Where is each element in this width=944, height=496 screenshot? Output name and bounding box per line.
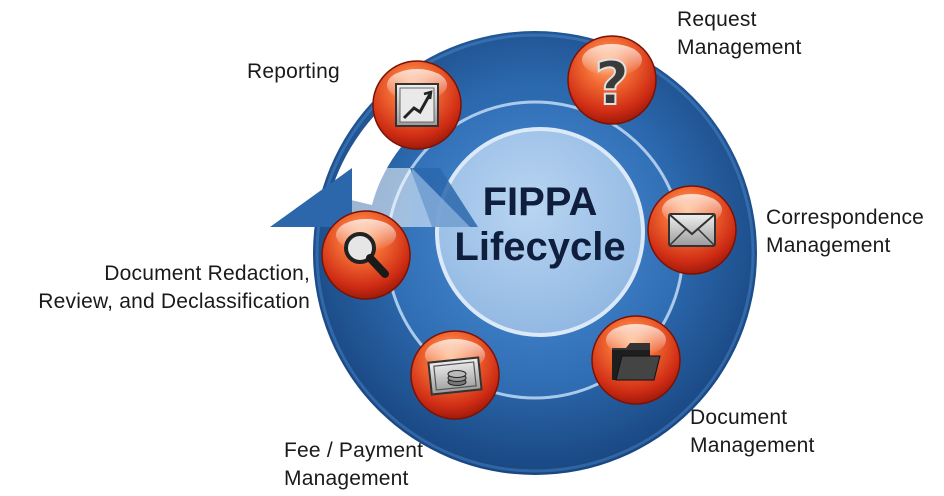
money-icon	[427, 356, 483, 396]
label-request-line1: Request	[677, 8, 757, 31]
label-correspondence-line1: Correspondence	[766, 206, 925, 229]
label-document-redaction: Document Redaction, Review, and Declassi…	[6, 260, 310, 316]
chart-icon	[395, 83, 439, 127]
cycle-arrow-head	[270, 168, 352, 227]
envelope-icon	[668, 213, 716, 247]
label-fee-payment-management: Fee / Payment Management	[284, 437, 423, 493]
label-document-line2: Management	[690, 434, 815, 457]
question-mark-icon: ?	[594, 48, 631, 120]
document-redaction-button	[321, 210, 411, 300]
label-request-line2: Management	[677, 36, 802, 59]
label-reporting: Reporting	[247, 58, 340, 86]
label-document-line1: Document	[690, 406, 788, 429]
correspondence-management-button	[647, 185, 737, 275]
label-fee-line1: Fee / Payment	[284, 439, 424, 462]
folder-icon	[612, 343, 661, 381]
label-redaction-line1: Document Redaction,	[104, 262, 310, 285]
center-title-line2: Lifecycle	[454, 225, 626, 269]
center-title: FIPPA Lifecycle	[435, 180, 645, 270]
reporting-button	[372, 60, 462, 150]
magnifier-icon	[344, 232, 389, 278]
document-management-button	[591, 315, 681, 405]
center-title-line1: FIPPA	[482, 180, 598, 224]
label-document-management: Document Management	[690, 404, 815, 460]
label-reporting-line1: Reporting	[247, 60, 340, 83]
center-disk	[435, 127, 645, 337]
request-management-button: ?	[567, 35, 657, 125]
fee-payment-button	[410, 330, 500, 420]
svg-text:?: ?	[595, 49, 630, 119]
label-redaction-line2: Review, and Declassification	[38, 290, 310, 313]
label-fee-line2: Management	[284, 467, 409, 490]
label-request-management: Request Management	[677, 6, 802, 62]
label-correspondence-management: Correspondence Management	[766, 204, 924, 260]
label-correspondence-line2: Management	[766, 234, 891, 257]
